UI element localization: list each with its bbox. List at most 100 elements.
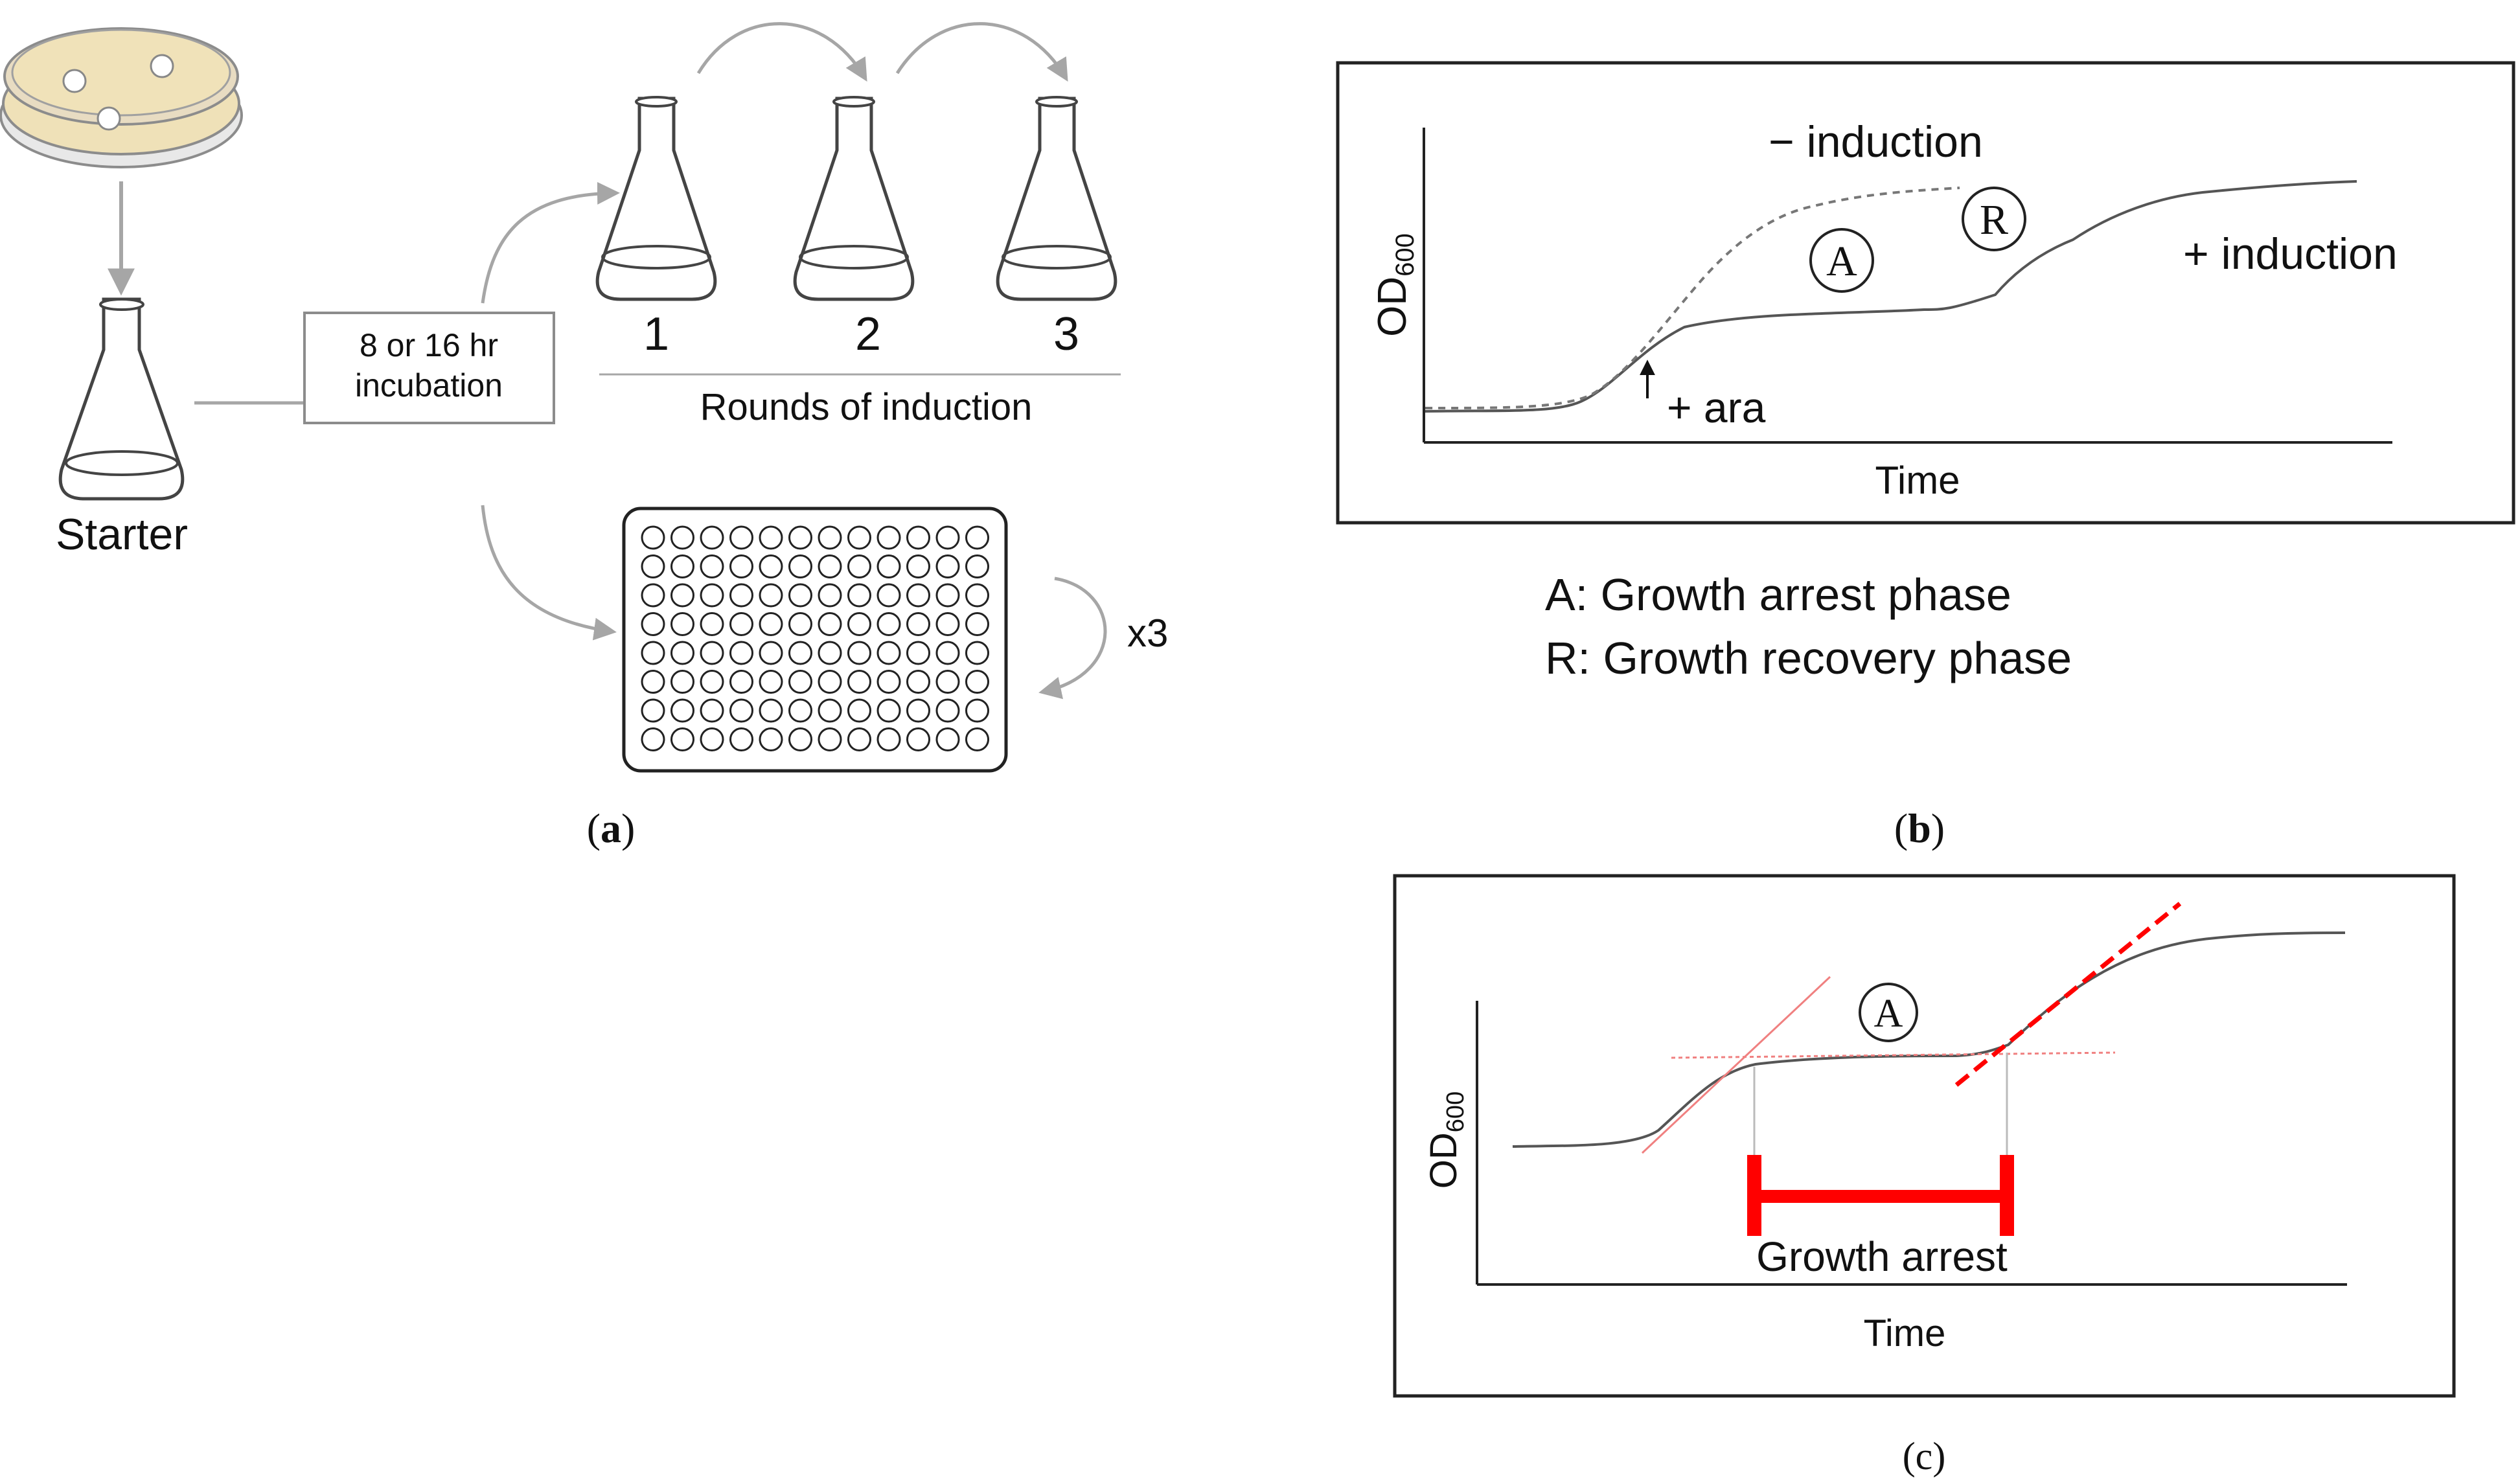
- incubation-box: [303, 312, 555, 424]
- well: [876, 583, 901, 608]
- well: [759, 525, 783, 550]
- well: [935, 698, 960, 723]
- plus-induction-curve: [1425, 180, 2357, 413]
- well: [965, 670, 989, 694]
- tangent-plateau: [1671, 1051, 2116, 1059]
- starter-flask-icon: [58, 297, 185, 501]
- well: [641, 641, 665, 665]
- well: [641, 727, 665, 751]
- well: [906, 698, 930, 723]
- well: [729, 727, 753, 751]
- panel-c: OD600 Time Growth arrest A (c): [1393, 874, 2456, 1478]
- well: [847, 554, 871, 578]
- marker-a-c: A: [1859, 983, 1918, 1042]
- round1-to-round2-arrow: [696, 22, 867, 82]
- starter-label: Starter: [56, 510, 188, 559]
- well: [670, 670, 694, 694]
- well: [906, 583, 930, 608]
- well: [876, 641, 901, 665]
- well: [759, 727, 783, 751]
- well: [935, 727, 960, 751]
- well: [788, 612, 812, 636]
- well: [847, 612, 871, 636]
- well: [729, 698, 753, 723]
- well: [965, 641, 989, 665]
- well: [935, 554, 960, 578]
- panel-b-y-label: OD600: [1370, 233, 1419, 337]
- panel-a: Starter 8 or 16 hr incubation 1 2: [0, 22, 1168, 851]
- well: [641, 583, 665, 608]
- to-plate-arrow: [481, 505, 617, 641]
- well: [729, 554, 753, 578]
- rounds-label: Rounds of induction: [700, 386, 1033, 428]
- well: [935, 641, 960, 665]
- tangent-slope-2: [1954, 902, 2182, 1087]
- legend-r: R: Growth recovery phase: [1545, 633, 2072, 683]
- well: [641, 670, 665, 694]
- well: [818, 612, 842, 636]
- well-plate-icon: [622, 507, 1008, 773]
- well: [670, 525, 694, 550]
- well: [876, 525, 901, 550]
- svg-text:R: R: [1980, 196, 2008, 244]
- well: [847, 727, 871, 751]
- growth-arrest-bar: [1747, 1155, 2014, 1236]
- well: [788, 554, 812, 578]
- incubation-line1: 8 or 16 hr: [360, 327, 498, 363]
- well: [670, 727, 694, 751]
- svg-text:A: A: [1874, 992, 1903, 1036]
- marker-a-b: A: [1809, 228, 1874, 293]
- flask-number-2: 2: [855, 308, 881, 360]
- repeat-label: x3: [1127, 611, 1168, 655]
- well: [818, 554, 842, 578]
- well: [906, 727, 930, 751]
- tangent-slope-1: [1641, 976, 1831, 1154]
- well: [847, 698, 871, 723]
- well: [700, 727, 724, 751]
- minus-induction-curve: [1425, 187, 1960, 409]
- well: [818, 641, 842, 665]
- flask-number-1: 1: [643, 308, 669, 360]
- well: [788, 583, 812, 608]
- well: [847, 583, 871, 608]
- well: [759, 554, 783, 578]
- well: [818, 727, 842, 751]
- caption-b: (b): [1894, 805, 1945, 851]
- well: [670, 698, 694, 723]
- well: [729, 670, 753, 694]
- panel-c-y-label: OD600: [1423, 1091, 1469, 1189]
- well: [788, 641, 812, 665]
- well: [700, 583, 724, 608]
- well: [759, 670, 783, 694]
- well: [700, 698, 724, 723]
- well: [670, 554, 694, 578]
- well: [759, 641, 783, 665]
- minus-induction-label: − induction: [1769, 117, 1983, 166]
- to-round1-arrow: [481, 181, 620, 304]
- well: [906, 554, 930, 578]
- well: [788, 727, 812, 751]
- well: [729, 583, 753, 608]
- panel-b: OD600 Time + ara − induction + induction…: [1336, 61, 2515, 851]
- flask-round3-icon: [996, 96, 1117, 301]
- well: [700, 554, 724, 578]
- legend-a: A: Growth arrest phase: [1545, 569, 2011, 620]
- panel-c-x-label: Time: [1864, 1312, 1946, 1354]
- well: [935, 583, 960, 608]
- well: [759, 612, 783, 636]
- panel-b-x-label: Time: [1875, 459, 1960, 502]
- wells: [641, 525, 989, 751]
- well: [670, 641, 694, 665]
- well: [670, 583, 694, 608]
- well: [876, 698, 901, 723]
- well: [818, 583, 842, 608]
- marker-r-b: R: [1962, 187, 2026, 251]
- growth-arrest-label: Growth arrest: [1756, 1233, 2008, 1280]
- well: [818, 525, 842, 550]
- plus-induction-label: + induction: [2183, 229, 2398, 279]
- flask-round2-icon: [793, 96, 915, 301]
- caption-a: (a): [587, 805, 636, 851]
- well: [641, 698, 665, 723]
- well: [935, 525, 960, 550]
